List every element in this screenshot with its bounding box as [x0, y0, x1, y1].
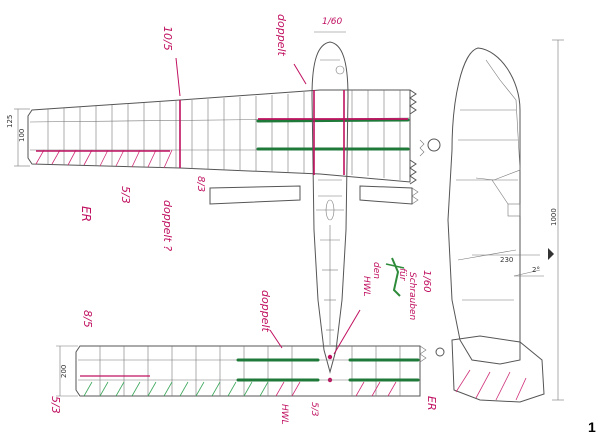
fin-dim: 230 [500, 256, 513, 264]
label-5-3-center: 5/3 [309, 402, 319, 417]
fuselage-top-view: 1/60 [311, 17, 349, 383]
fuselage-side-view: 230 2° 1000 [419, 39, 564, 403]
fuselage-length-dim: 1000 [550, 208, 558, 226]
label-schrauben: Schrauben [407, 272, 417, 321]
label-er-mid: ER [79, 206, 93, 222]
pylon-top-view [209, 185, 419, 205]
label-doppelt-mid: doppelt ? [161, 200, 174, 251]
tailplane: 200 [56, 345, 427, 397]
label-8-5: 8/5 [81, 310, 94, 328]
screw-sketch [385, 257, 405, 297]
label-10-5: 10/5 [161, 26, 174, 51]
label-1-60-top: 1/60 [322, 17, 342, 27]
label-doppelt-top: doppelt [275, 14, 288, 57]
wing-hatch [35, 149, 173, 169]
label-den: den [371, 262, 381, 279]
dihedral-dim: 2° [532, 266, 540, 274]
label-hwl: HWL [361, 276, 371, 297]
page-marker: 1 [588, 419, 596, 435]
label-8-3: 8/3 [195, 176, 206, 192]
wing-chord-dim-b: 100 [18, 129, 26, 142]
label-doppelt-low: doppelt [259, 290, 272, 333]
label-5-3-low: 5/3 [49, 396, 62, 414]
label-5-3-mid: 5/3 [119, 186, 132, 204]
annotations: 10/5 doppelt doppelt ? 8/3 5/3 ER 1/60 S… [49, 14, 438, 425]
label-1-60-side: 1/60 [421, 270, 432, 292]
label-fuer: für [397, 268, 407, 282]
label-er-low: ER [425, 396, 438, 411]
main-wing: 125 100 [6, 89, 417, 185]
wing-chord-dim-a: 125 [6, 115, 14, 128]
tail-chord-dim: 200 [60, 365, 68, 378]
wing-ribs [47, 90, 401, 180]
label-hwl-low: HWL [279, 404, 289, 425]
